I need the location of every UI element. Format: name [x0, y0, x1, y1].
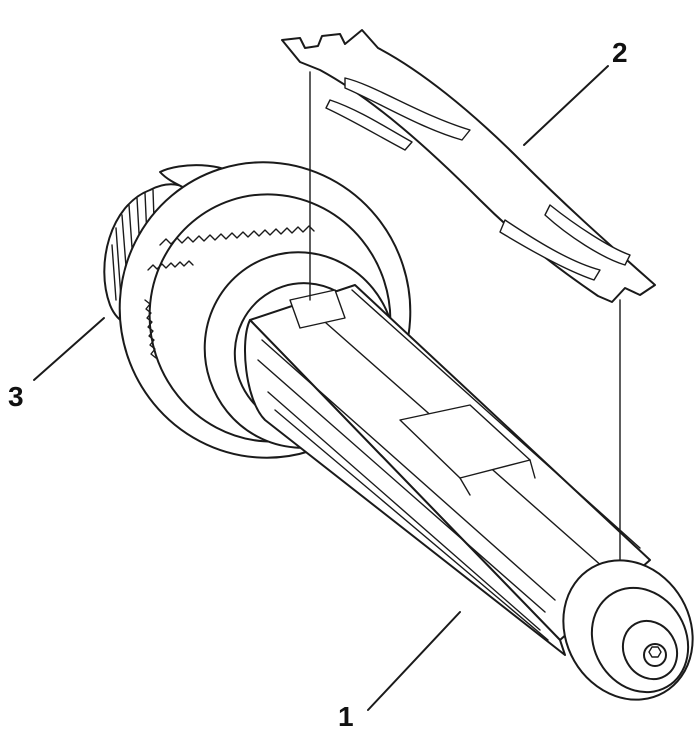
callout-label-3: 3 [8, 381, 24, 412]
assembly-guide-lines [309, 71, 621, 561]
callout-label-1: 1 [338, 701, 354, 732]
leader-line-3 [33, 317, 105, 381]
spring-clip [281, 29, 656, 303]
hex-screw-icon [648, 646, 662, 658]
callout-label-2: 2 [612, 37, 628, 68]
roller-shaft [244, 284, 651, 656]
gear-teeth [159, 225, 315, 246]
callout-labels: 1 2 3 [8, 37, 628, 732]
callout-leaders [33, 65, 609, 711]
leader-line-2 [523, 65, 609, 146]
leader-line-1 [367, 611, 461, 711]
shaft-end-cap [562, 559, 694, 701]
